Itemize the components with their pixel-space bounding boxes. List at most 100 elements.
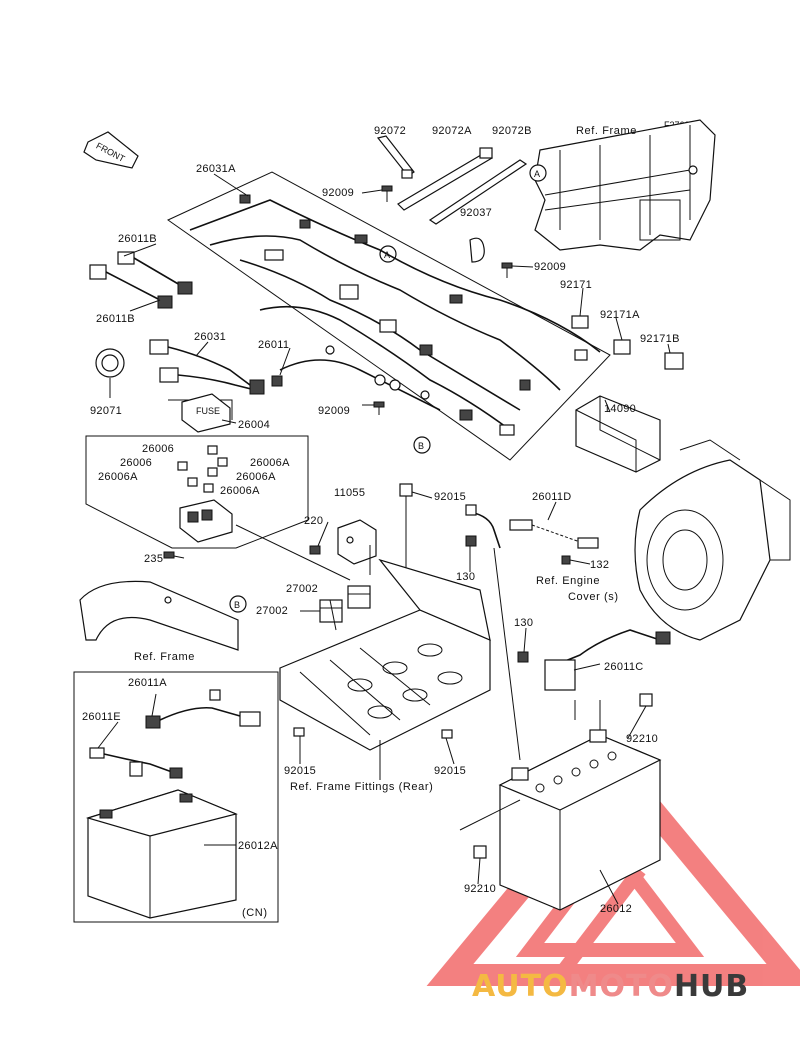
label-26011B-bottom: 26011B (96, 313, 135, 325)
cable-26011A (145, 689, 261, 729)
label-14090: 14090 (604, 403, 636, 415)
label-132: 132 (590, 559, 609, 571)
clip-92171A (613, 339, 631, 355)
label-26011B-top: 26011B (118, 233, 157, 245)
label-92037: 92037 (460, 207, 492, 219)
label-26006A-2: 26006A (98, 471, 138, 483)
cover-14090 (575, 395, 661, 473)
label-92072B: 92072B (492, 125, 532, 137)
cn-battery-inset (73, 671, 279, 923)
cable-26011E (89, 747, 183, 779)
fuse-box-group: FUSE (85, 393, 351, 581)
label-92171A: 92171A (600, 309, 640, 321)
ref-frame-mid: Ref. Frame (134, 651, 195, 663)
main-harness-26031A (167, 171, 611, 461)
label-92072A: 92072A (432, 125, 472, 137)
label-26006-b: 26006 (120, 457, 152, 469)
nut-132 (561, 555, 571, 565)
label-26011: 26011 (258, 339, 289, 351)
clip-92171B (664, 352, 684, 370)
battery-26012 (498, 729, 662, 911)
nut-92210-a (639, 693, 653, 707)
bolt-130-a (465, 535, 477, 547)
ref-labels: Ref. Frame Ref. Frame Ref. Engine Cover … (134, 125, 637, 919)
marker-b-frame: B (229, 595, 247, 613)
label-26012A: 26012A (238, 840, 278, 852)
label-220: 220 (304, 515, 323, 527)
label-235: 235 (144, 553, 163, 565)
label-92009-b: 92009 (534, 261, 566, 273)
label-27002-a: 27002 (286, 583, 318, 595)
watermark-moto: MOTO (569, 969, 674, 1004)
label-92009-c: 92009 (318, 405, 350, 417)
screw-235 (163, 551, 175, 559)
leader-26011D (493, 547, 521, 761)
label-92210-b: 92210 (464, 883, 496, 895)
svg-text:A: A (384, 250, 390, 260)
frame-mid-drawing (79, 580, 239, 651)
label-92015-top: 92015 (434, 491, 466, 503)
label-92171B: 92171B (640, 333, 680, 345)
ref-cn: (CN) (242, 907, 268, 919)
clip-92171 (571, 315, 589, 329)
bolt-130-b (517, 651, 529, 663)
label-26004: 26004 (238, 419, 270, 431)
battery-tray (279, 558, 491, 751)
bolt-220 (309, 545, 321, 555)
clamp-92037 (469, 237, 485, 263)
label-26006A-3: 26006A (236, 471, 276, 483)
svg-text:B: B (234, 600, 240, 610)
svg-text:B: B (418, 441, 424, 451)
bolt-92009-a (381, 185, 393, 202)
label-11055: 11055 (334, 487, 365, 499)
watermark-logo: AUTOMOTOHUB (472, 969, 749, 1004)
label-26006A-1: 26006A (250, 457, 290, 469)
grommet-92071 (95, 348, 125, 378)
label-130-b: 130 (514, 617, 533, 629)
engine-cover-drawing (634, 439, 791, 641)
sensor-lead-26011B-bottom (89, 264, 173, 309)
label-26006A-4: 26006A (220, 485, 260, 497)
label-92071: 92071 (90, 405, 122, 417)
frame-top-drawing (534, 119, 716, 251)
leader-92210b (459, 799, 521, 831)
svg-text:FUSE: FUSE (196, 406, 220, 416)
front-arrow-icon: FRONT (83, 131, 139, 169)
label-26006-a: 26006 (142, 443, 174, 455)
label-26031: 26031 (194, 331, 226, 343)
sub-harness-26031 (149, 339, 265, 395)
label-26011E: 26011E (82, 711, 121, 723)
bolt-92009-b (501, 262, 513, 278)
cable-tie-92072 (376, 135, 415, 179)
ref-engine-cover-1: Ref. Engine (536, 575, 600, 587)
label-130-a: 130 (456, 571, 475, 583)
label-92015-right: 92015 (434, 765, 466, 777)
fuse-box-cover-26004: FUSE (181, 393, 231, 433)
cable-tie-92072B (428, 159, 528, 225)
ref-engine-cover-2: Cover (s) (568, 591, 619, 603)
connector-26011 (271, 375, 283, 387)
label-92015-left: 92015 (284, 765, 316, 777)
label-26011C: 26011C (604, 661, 644, 673)
cable-tie-92072A (397, 147, 493, 211)
battery-26012A (85, 789, 238, 919)
marker-b-harness: B (413, 436, 431, 454)
svg-text:AUTOMOTOHUB: AUTOMOTOHUB (472, 969, 749, 1004)
label-92009-a: 92009 (322, 187, 354, 199)
marker-a-top: A (529, 164, 547, 182)
part-labels: 92072 92072A 92072B 26031A 92009 26011B … (82, 125, 680, 915)
cable-26011C (544, 629, 671, 691)
relay-27002-a (347, 585, 371, 609)
nut-92210-b (473, 845, 487, 859)
label-26031A: 26031A (196, 163, 236, 175)
label-92072: 92072 (374, 125, 406, 137)
label-92171: 92171 (560, 279, 592, 291)
watermark-hub: HUB (674, 969, 749, 1004)
ref-frame-fittings: Ref. Frame Fittings (Rear) (290, 781, 433, 793)
sensor-lead-26011B-top (117, 251, 193, 295)
fuse-box-base (179, 499, 233, 543)
label-26011D: 26011D (532, 491, 572, 503)
svg-text:A: A (534, 169, 540, 179)
ref-frame-top: Ref. Frame (576, 125, 637, 137)
